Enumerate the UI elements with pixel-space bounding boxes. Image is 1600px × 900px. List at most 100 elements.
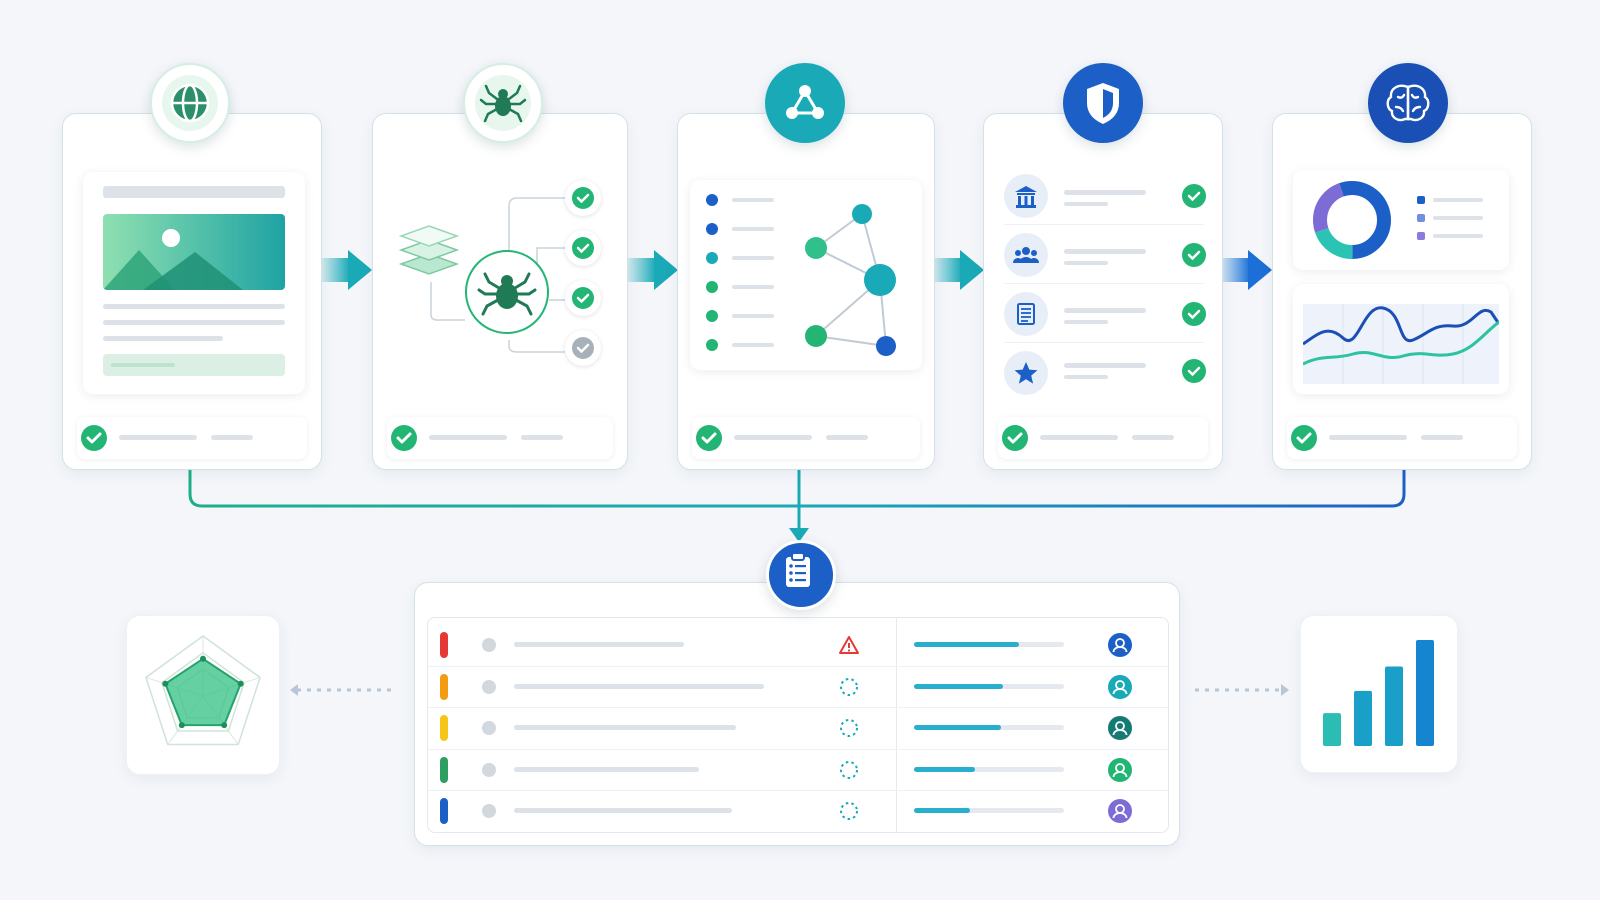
stage-footer [998, 417, 1208, 459]
stage-card-verify[interactable] [983, 113, 1223, 470]
spider-icon [463, 63, 543, 143]
clipboard-icon [766, 540, 836, 610]
bar [1385, 666, 1403, 746]
row-dot [482, 804, 496, 819]
bar-chart [1323, 640, 1434, 746]
progress-track [914, 766, 1064, 772]
report-row[interactable] [428, 624, 1168, 667]
trend-line-chart [1303, 304, 1499, 384]
bar [1323, 713, 1341, 746]
stage-arrow [628, 250, 678, 290]
avatar[interactable] [1108, 633, 1132, 657]
report-row[interactable] [428, 666, 1168, 709]
status-line [734, 435, 812, 440]
network-icon [765, 63, 845, 143]
bar [1416, 640, 1434, 746]
row-title-line [514, 808, 732, 814]
stage-arrow [1222, 250, 1272, 290]
graph-panel [690, 180, 922, 370]
check-icon [565, 180, 601, 216]
status-line [826, 435, 868, 440]
row-dot [482, 762, 496, 777]
check-icon [1182, 184, 1206, 208]
text-line [103, 304, 285, 309]
progress-fill [914, 766, 975, 772]
page-header-line [103, 186, 285, 198]
priority-indicator [440, 673, 448, 700]
image-placeholder-icon [103, 214, 285, 290]
progress-fill [914, 642, 1019, 647]
row-title-line [514, 725, 736, 731]
report-row[interactable] [428, 749, 1168, 792]
stage-card-crawler[interactable] [372, 113, 628, 470]
radar-grid-ring [145, 635, 261, 746]
check-icon [1002, 425, 1028, 451]
users-icon [1004, 233, 1048, 277]
avatar[interactable] [1108, 674, 1132, 699]
status-line [211, 435, 253, 440]
text-line [103, 336, 223, 341]
stage-card-graph[interactable] [677, 113, 935, 470]
radar-point [221, 722, 228, 729]
radar-chart [145, 635, 261, 746]
check-icon [1182, 359, 1206, 383]
loading-icon [838, 800, 860, 822]
check-icon [565, 280, 601, 316]
document-icon [1004, 292, 1048, 336]
donut-chart [1313, 181, 1391, 259]
stage-footer [692, 417, 920, 459]
check-icon [696, 425, 722, 451]
verify-row [1004, 290, 1206, 343]
star-icon [1004, 351, 1048, 395]
spider-icon [477, 272, 537, 316]
priority-indicator [440, 756, 448, 783]
report-row[interactable] [428, 707, 1168, 750]
report-row[interactable] [428, 790, 1168, 832]
bank-icon [1004, 174, 1048, 218]
cta-block [103, 354, 285, 376]
stage-footer [77, 417, 307, 459]
stage-footer [387, 417, 613, 459]
warning-icon [838, 634, 860, 656]
left-dotted-arrow-head [290, 684, 298, 696]
loading-icon [838, 717, 860, 739]
stage-card-web[interactable] [62, 113, 322, 470]
brain-icon [1368, 63, 1448, 143]
radar-point [178, 722, 185, 729]
shield-icon [1063, 63, 1143, 143]
radar-area [164, 657, 242, 727]
status-line [1421, 435, 1463, 440]
avatar[interactable] [1108, 799, 1132, 824]
entity-list [706, 194, 786, 364]
check-icon [1182, 302, 1206, 326]
avatar[interactable] [1108, 757, 1132, 782]
radar-point [162, 680, 169, 687]
status-line [429, 435, 507, 440]
row-title-line [514, 766, 699, 772]
loading-icon [838, 759, 860, 781]
radar-grid-ring [161, 651, 245, 732]
stage-arrow [934, 250, 984, 290]
status-line [1132, 435, 1174, 440]
verify-row [1004, 172, 1206, 225]
network-graph [805, 204, 896, 356]
line-chart-panel [1293, 284, 1509, 394]
stage-card-analyze[interactable] [1272, 113, 1532, 470]
priority-indicator [440, 632, 448, 658]
stage-arrow [322, 250, 372, 290]
avatar[interactable] [1108, 716, 1132, 741]
check-icon [391, 425, 417, 451]
priority-indicator [440, 798, 448, 825]
report-card[interactable] [414, 582, 1180, 846]
report-table [427, 617, 1169, 833]
loading-icon [838, 676, 860, 698]
globe-icon [150, 63, 230, 143]
text-line [103, 320, 285, 325]
check-icon [81, 425, 107, 451]
progress-fill [914, 683, 1003, 689]
bar-chart-card [1300, 615, 1458, 773]
row-title-line [514, 683, 764, 689]
layers-icon [397, 216, 461, 278]
row-title-line [514, 642, 684, 647]
